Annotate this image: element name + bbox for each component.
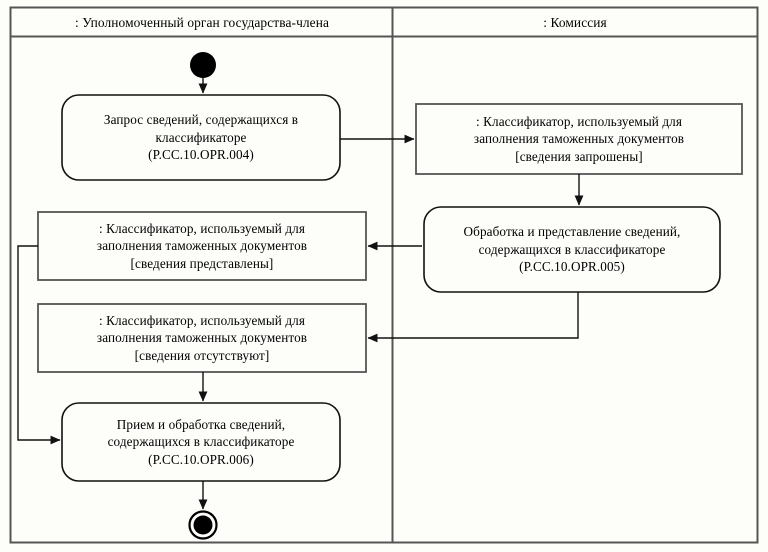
final-node-shape <box>188 510 218 540</box>
object-provided-shape <box>37 211 367 281</box>
activity-opr-004-shape <box>61 94 341 181</box>
edge-provided-to-opr006 <box>17 245 61 445</box>
swimlane-frame <box>9 6 759 544</box>
lane-title-member-state: : Уполномоченный орган государства-члена <box>74 14 330 30</box>
edge-opr005-to-absent <box>367 292 579 343</box>
activity-opr-006-shape <box>61 402 341 482</box>
object-requested-shape <box>415 103 743 175</box>
lane-title-commission: : Комиссия <box>543 14 607 30</box>
initial-node-shape <box>190 52 216 78</box>
activity-opr-005-shape <box>423 206 721 293</box>
object-absent-shape <box>37 303 367 373</box>
